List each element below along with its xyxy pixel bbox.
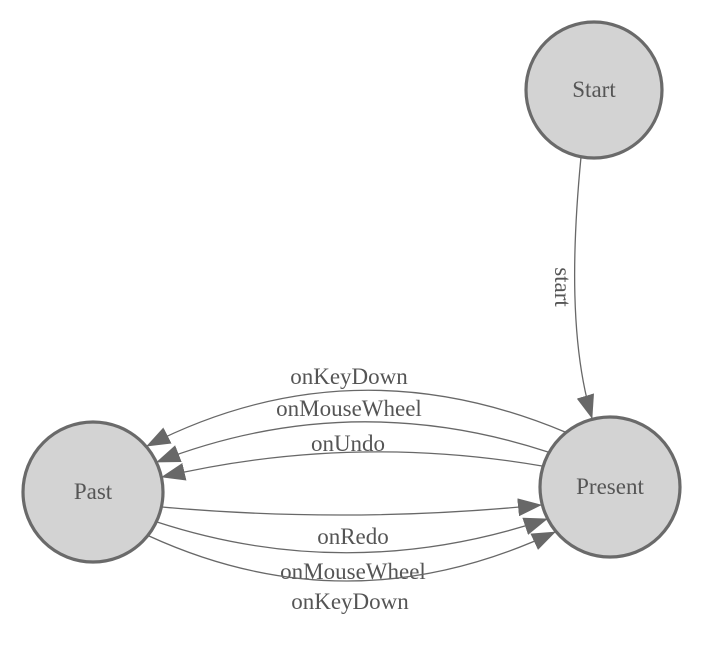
transition-label-onundo: onUndo	[311, 431, 385, 456]
state-node-past[interactable]: Past	[21, 420, 165, 564]
node-circle-start[interactable]	[524, 20, 664, 160]
transition-path[interactable]	[146, 389, 566, 447]
transition-label-onmousewheel-upper: onMouseWheel	[276, 396, 422, 421]
node-circle-present[interactable]	[538, 415, 682, 559]
transition-path[interactable]	[156, 421, 549, 463]
transition-path[interactable]	[148, 531, 556, 582]
transition-label-onmousewheel-lower: onMouseWheel	[280, 559, 426, 584]
transition-start-to-present[interactable]: start	[550, 156, 594, 419]
transition-label-onredo: onRedo	[317, 524, 389, 549]
transition-label-start: start	[550, 267, 575, 307]
transition-path[interactable]	[161, 498, 542, 517]
transition-past-to-present-onkeydown[interactable]: onKeyDown	[148, 531, 556, 614]
transition-past-to-present-onmousewheel[interactable]: onMouseWheel	[156, 517, 548, 584]
transition-path[interactable]	[161, 451, 543, 481]
state-node-start[interactable]: Start	[524, 20, 664, 160]
transition-present-to-past-onkeydown[interactable]: onKeyDown	[146, 364, 566, 447]
node-label-past: Past	[74, 479, 113, 504]
transition-path[interactable]	[156, 517, 548, 554]
transition-present-to-past-onmousewheel[interactable]: onMouseWheel	[156, 396, 549, 463]
node-circle-past[interactable]	[21, 420, 165, 564]
node-label-start: Start	[572, 77, 616, 102]
state-node-present[interactable]: Present	[538, 415, 682, 559]
transition-past-to-present-onredo[interactable]: onRedo	[161, 498, 542, 549]
transition-present-to-past-onundo[interactable]: onUndo	[161, 431, 543, 481]
transition-path[interactable]	[573, 156, 594, 419]
node-label-present: Present	[576, 474, 644, 499]
transition-label-onkeydown-lower: onKeyDown	[291, 589, 409, 614]
transition-label-onkeydown-upper: onKeyDown	[290, 364, 408, 389]
